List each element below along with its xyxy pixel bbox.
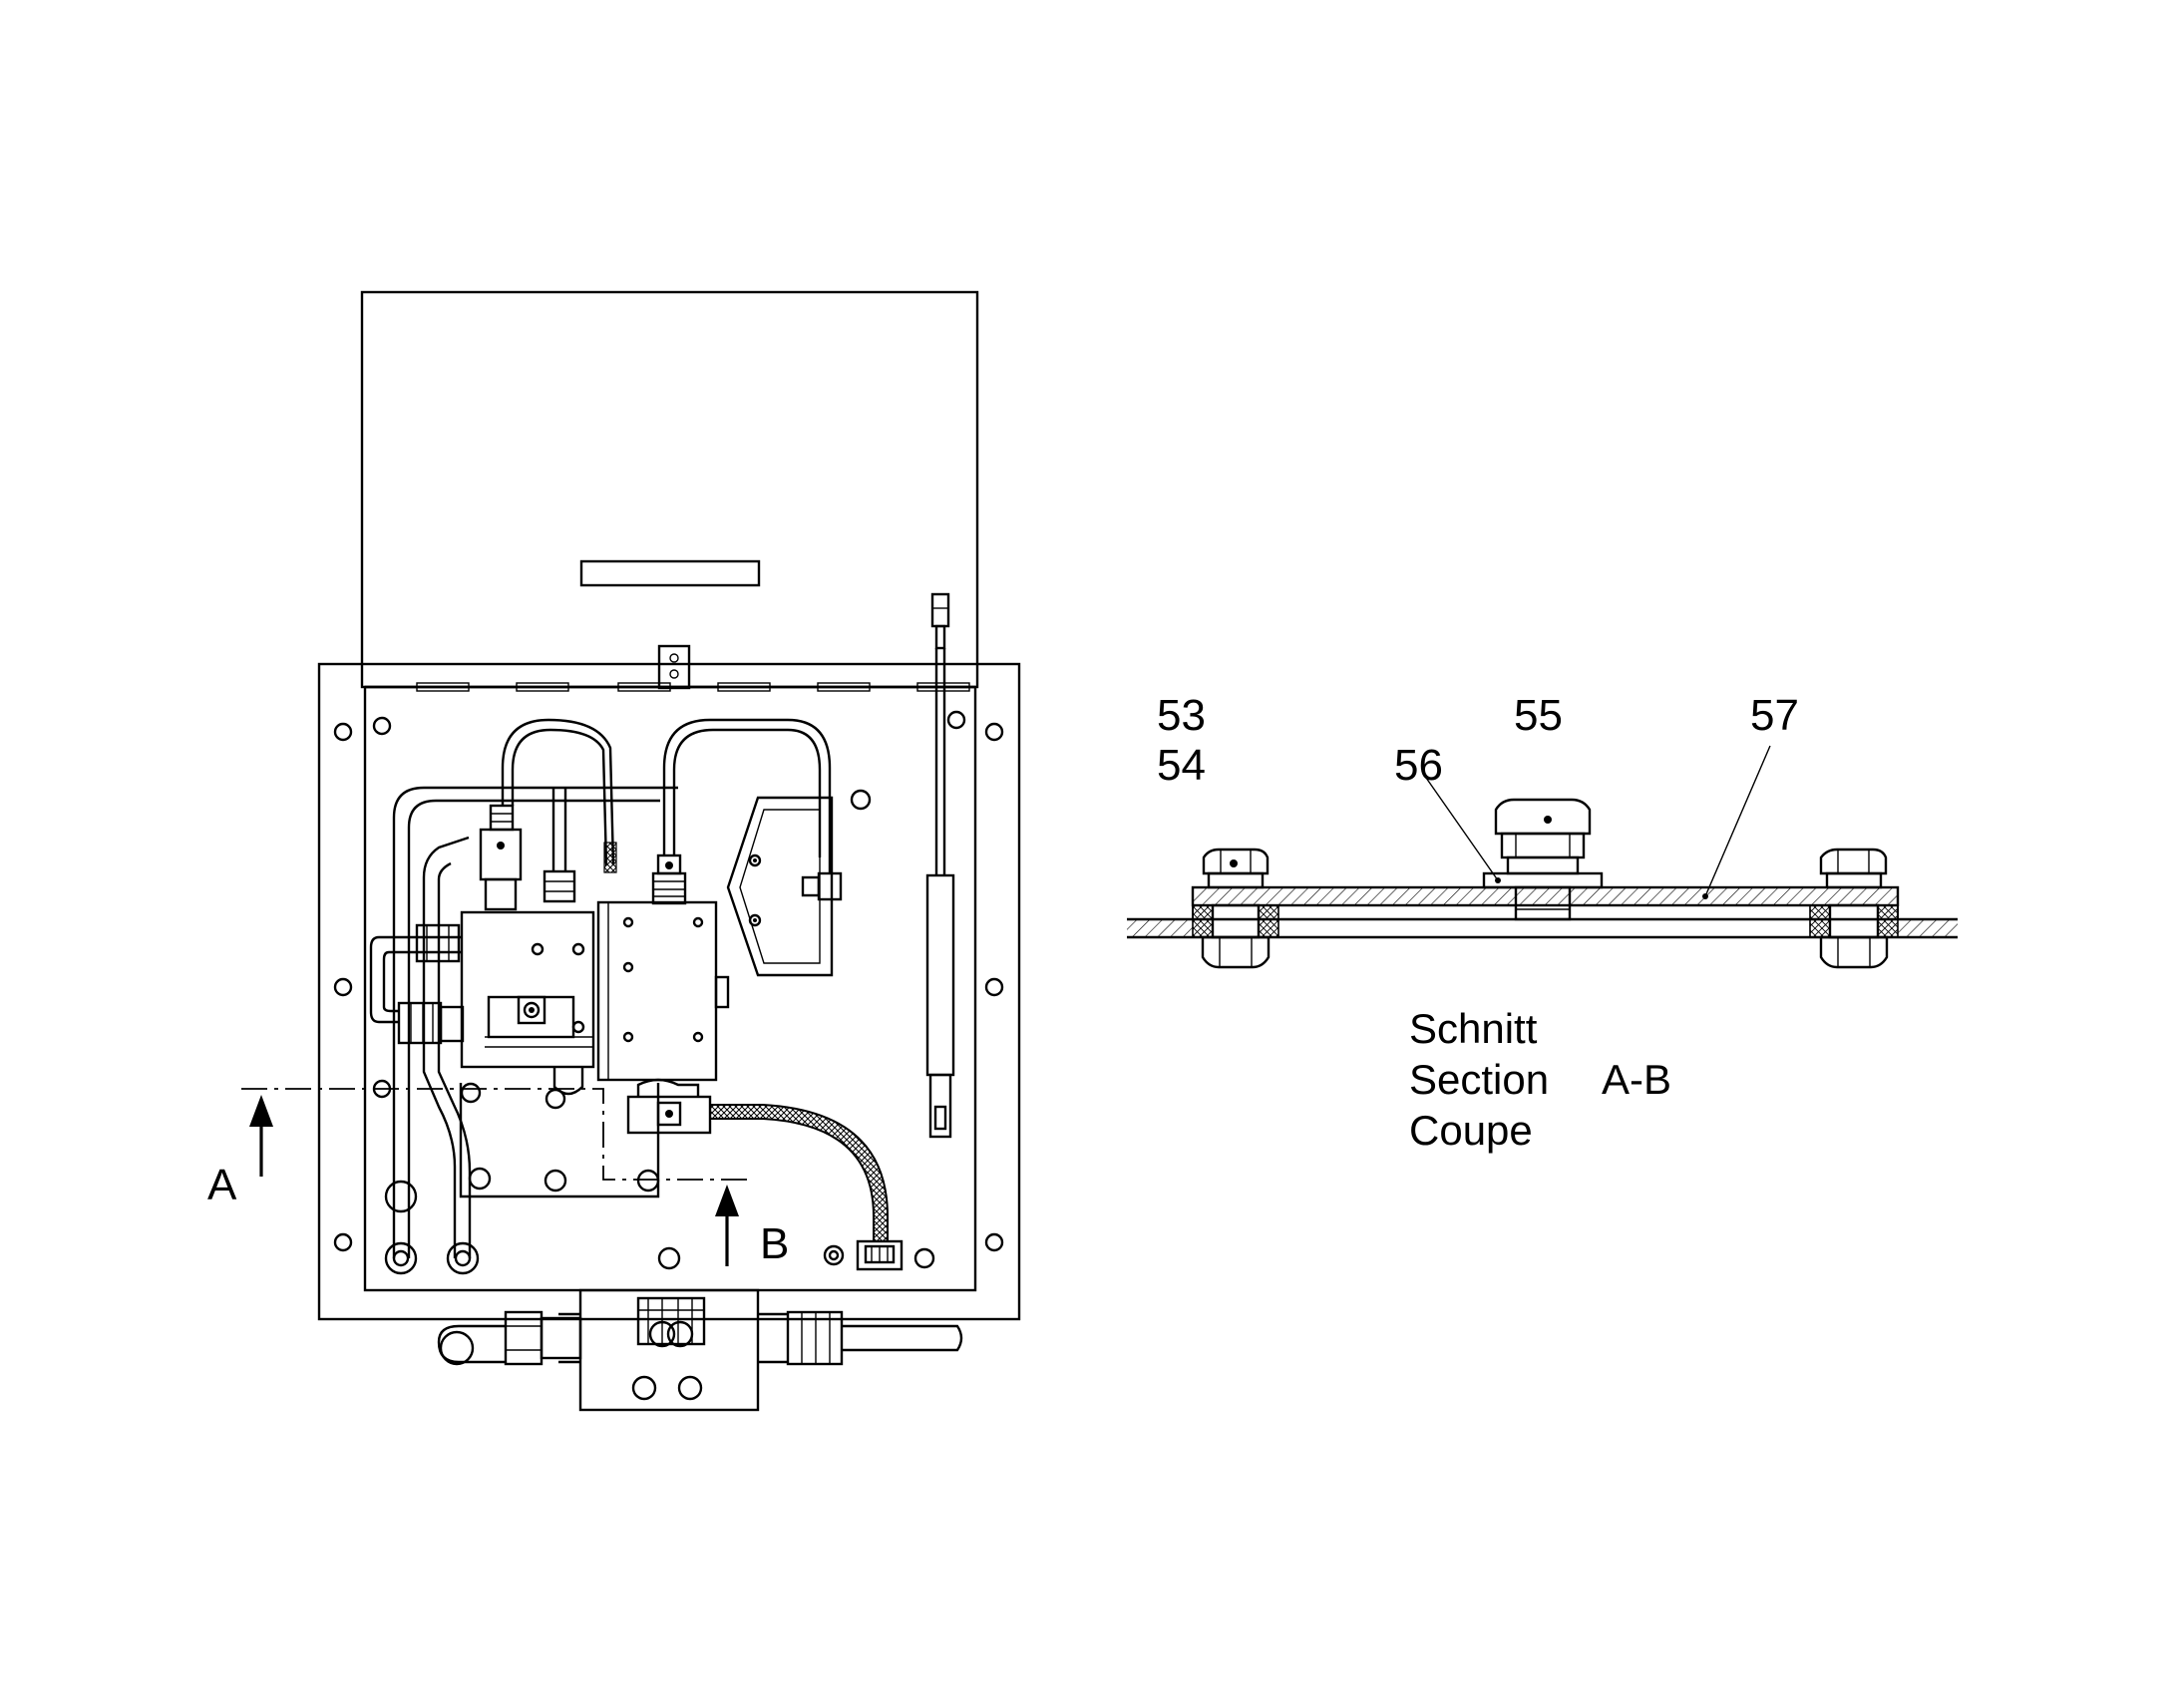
part-label-57: 57 bbox=[1750, 691, 1799, 740]
valve-top-fitting bbox=[543, 788, 576, 903]
part-label-53: 53 bbox=[1157, 691, 1206, 740]
caption-coupe: Coupe bbox=[1409, 1107, 1533, 1154]
bottom-manifold bbox=[437, 1288, 963, 1412]
caption-section: Section bbox=[1409, 1056, 1549, 1103]
caption-schnitt: Schnitt bbox=[1409, 1005, 1538, 1052]
braided-hose-lower bbox=[709, 1104, 904, 1271]
caption-section-id: A-B bbox=[1602, 1056, 1671, 1103]
left-fittings bbox=[397, 923, 465, 1045]
mounting-flange bbox=[317, 662, 1021, 1321]
bolt-right bbox=[1819, 848, 1889, 969]
mounting-plate-section bbox=[1191, 885, 1900, 907]
section-arrow-b: B bbox=[715, 1185, 789, 1268]
part-label-56: 56 bbox=[1394, 741, 1443, 790]
braided-hoses bbox=[501, 718, 832, 873]
bolt-left bbox=[1201, 848, 1271, 969]
flow-block bbox=[552, 1067, 712, 1135]
section-caption: Schnitt Section A-B Coupe bbox=[1409, 1005, 1671, 1154]
leader-lines bbox=[1425, 745, 1771, 899]
transmitter-box bbox=[596, 854, 730, 1082]
valve-block bbox=[460, 910, 595, 1069]
section-view-a-b: 53 54 55 56 57 Schnitt Section A-B Coupe bbox=[1127, 691, 1958, 1154]
lid-handle bbox=[579, 559, 761, 587]
section-line-a-b bbox=[241, 1088, 748, 1181]
cable-gland bbox=[1482, 798, 1604, 921]
section-marker-a: A bbox=[207, 1161, 237, 1209]
gas-strut bbox=[925, 592, 955, 1139]
section-arrow-a: A bbox=[207, 1095, 273, 1209]
left-tubes bbox=[369, 786, 678, 1275]
section-marker-b: B bbox=[760, 1219, 789, 1268]
part-label-55: 55 bbox=[1514, 691, 1563, 740]
flange-holes bbox=[333, 722, 1004, 1252]
cabinet-lid bbox=[360, 290, 979, 690]
bracket-plate bbox=[726, 796, 843, 977]
hinge-strip bbox=[365, 682, 975, 692]
solenoid-coil bbox=[479, 804, 523, 911]
part-label-54: 54 bbox=[1157, 741, 1206, 790]
cabinet-front-view: A B bbox=[207, 290, 1021, 1412]
